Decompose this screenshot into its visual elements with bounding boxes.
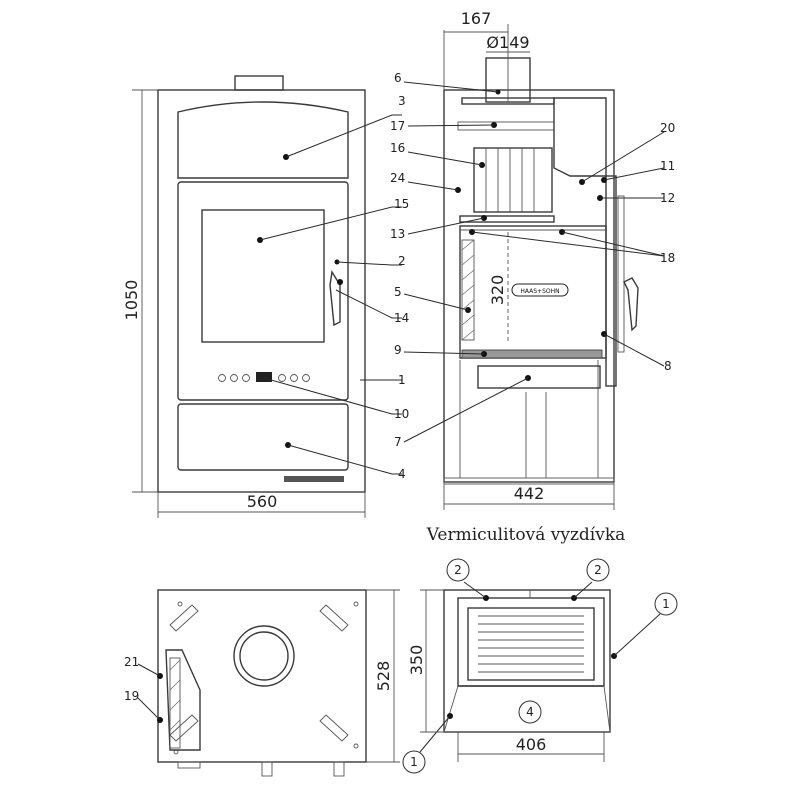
- liner-label-1a: 1: [662, 597, 670, 611]
- label-9: 9: [394, 343, 402, 357]
- label-7: 7: [394, 435, 402, 449]
- front-view: 1050 560: [122, 75, 402, 518]
- label-8: 8: [664, 359, 672, 373]
- caption-vermiculite-lining: Vermiculitová vyzdívka: [426, 525, 626, 545]
- liner-back-inner: [467, 607, 595, 681]
- dim-depth-top: 528: [374, 661, 393, 692]
- grate: [461, 349, 603, 359]
- top-flue-outer: [233, 625, 295, 687]
- label-10: 10: [394, 407, 409, 421]
- label-20: 20: [660, 121, 675, 135]
- label-19: 19: [124, 689, 139, 703]
- dim-width-side: 442: [514, 484, 545, 503]
- liner-label-2b: 2: [594, 563, 602, 577]
- heat-exchanger: [473, 147, 553, 213]
- dim-liner-width: 406: [516, 735, 547, 754]
- brand-logo: [511, 283, 569, 297]
- ash-pan: [477, 365, 601, 389]
- door-glass: [201, 209, 325, 343]
- label-3: 3: [398, 94, 406, 108]
- front-door: [177, 181, 349, 401]
- side-handle: [623, 277, 639, 332]
- liner-view: 350 406: [402, 558, 678, 774]
- label-4: 4: [398, 467, 406, 481]
- liner-label-2a: 2: [454, 563, 462, 577]
- side-outer-body: [443, 89, 615, 483]
- label-12: 12: [660, 191, 675, 205]
- top-view: 528: [137, 589, 400, 777]
- air-duct: [553, 97, 607, 177]
- dim-width-front: 560: [247, 492, 278, 511]
- front-outer-body: [157, 89, 366, 493]
- vent-slots: [169, 601, 359, 755]
- dim-top-offset: 167: [461, 9, 492, 28]
- plinth-strip: [284, 476, 344, 482]
- label-2: 2: [398, 254, 406, 268]
- label-14: 14: [394, 311, 409, 325]
- label-18: 18: [660, 251, 675, 265]
- control-knobs: [218, 372, 310, 382]
- rear-lining-hatch: [461, 239, 475, 341]
- dim-flue-diameter: Ø149: [486, 33, 529, 52]
- dim-height-front: 1050: [122, 280, 141, 321]
- label-16: 16: [390, 141, 405, 155]
- label-21: 21: [124, 655, 139, 669]
- label-11: 11: [660, 159, 675, 173]
- liner-label-1b: 1: [410, 755, 418, 769]
- front-flue-stub: [234, 75, 284, 91]
- liner-label-4: 4: [526, 705, 534, 719]
- top-outer-body: [157, 589, 367, 763]
- label-15: 15: [394, 197, 409, 211]
- top-flue-inner: [239, 631, 289, 681]
- liner-back-panel: [457, 597, 605, 687]
- label-6: 6: [394, 71, 402, 85]
- top-panel: [177, 101, 349, 179]
- label-5: 5: [394, 285, 402, 299]
- ash-drawer: [177, 403, 349, 471]
- label-13: 13: [390, 227, 405, 241]
- side-section-view: 320 HAAS+SOHN 1: [403, 9, 665, 510]
- top-door-profile: [165, 649, 201, 751]
- label-24: 24: [390, 171, 405, 185]
- liner-outer: [443, 589, 611, 733]
- liner-grill: [478, 615, 584, 673]
- side-door: [605, 175, 617, 387]
- dim-liner-height: 350: [407, 645, 426, 676]
- label-17: 17: [390, 119, 405, 133]
- dim-firebox-height: 320: [488, 275, 507, 306]
- brand-logo-text: HAAS+SOHN: [520, 288, 559, 295]
- label-1: 1: [398, 373, 406, 387]
